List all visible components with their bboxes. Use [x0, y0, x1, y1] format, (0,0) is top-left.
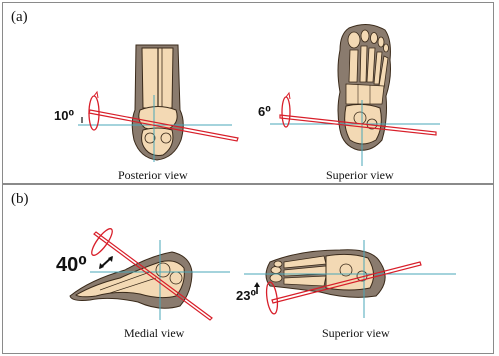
superior-view-b-caption: Superior view	[322, 326, 390, 341]
posterior-view-foot	[132, 45, 183, 160]
medial-view-foot	[70, 252, 192, 308]
superior-view-b-angle-label: 23⁰	[236, 288, 256, 304]
superior-view-a-foot	[338, 24, 391, 150]
posterior-view-angle-label: 10⁰	[54, 108, 74, 124]
superior-view-a-angle-label: 6⁰	[258, 104, 271, 120]
medial-view-caption: Medial view	[124, 326, 184, 341]
posterior-view-caption: Posterior view	[118, 168, 188, 183]
medial-view-angle-label: 40⁰	[56, 252, 87, 277]
superior-view-a-caption: Superior view	[326, 168, 394, 183]
